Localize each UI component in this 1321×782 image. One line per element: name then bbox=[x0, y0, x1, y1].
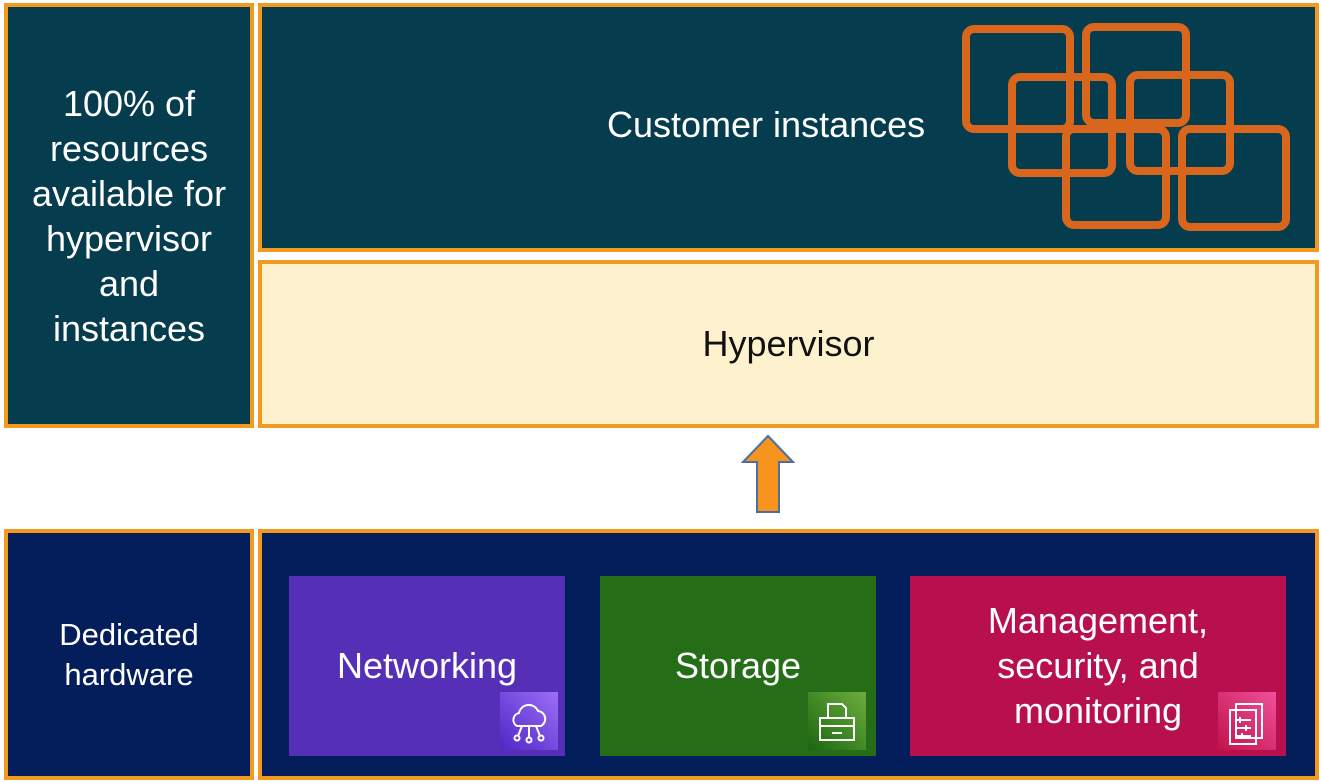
management-line3: monitoring bbox=[1013, 690, 1183, 731]
management-text: Management, security, and monitoring bbox=[910, 598, 1286, 733]
dedicated-hardware-line2: hardware bbox=[64, 656, 194, 692]
storage-tile: Storage bbox=[600, 576, 876, 756]
management-icon bbox=[1218, 692, 1276, 750]
storage-icon bbox=[808, 692, 866, 750]
hardware-components-panel: Networking Storage bbox=[258, 529, 1319, 780]
hypervisor-panel: Hypervisor bbox=[258, 260, 1319, 428]
resources-panel: 100% of resources available for hypervis… bbox=[4, 3, 254, 428]
hypervisor-label: Hypervisor bbox=[702, 323, 875, 364]
management-line1: Management, bbox=[987, 600, 1209, 641]
customer-instances-label: Customer instances bbox=[607, 104, 926, 145]
cloud-network-icon bbox=[500, 692, 558, 750]
instances-icon bbox=[962, 23, 1290, 231]
resources-text: 100% of resources available for hypervis… bbox=[31, 82, 227, 349]
management-line2: security, and bbox=[997, 645, 1199, 686]
networking-tile: Networking bbox=[289, 576, 565, 756]
management-tile: Management, security, and monitoring bbox=[910, 576, 1286, 756]
storage-label: Storage bbox=[674, 645, 802, 686]
networking-label: Networking bbox=[336, 645, 518, 686]
up-arrow-icon bbox=[741, 434, 795, 513]
dedicated-hardware-line1: Dedicated bbox=[59, 616, 199, 652]
customer-instances-panel: Customer instances bbox=[258, 3, 1319, 252]
dedicated-hardware-panel: Dedicated hardware bbox=[4, 529, 254, 780]
